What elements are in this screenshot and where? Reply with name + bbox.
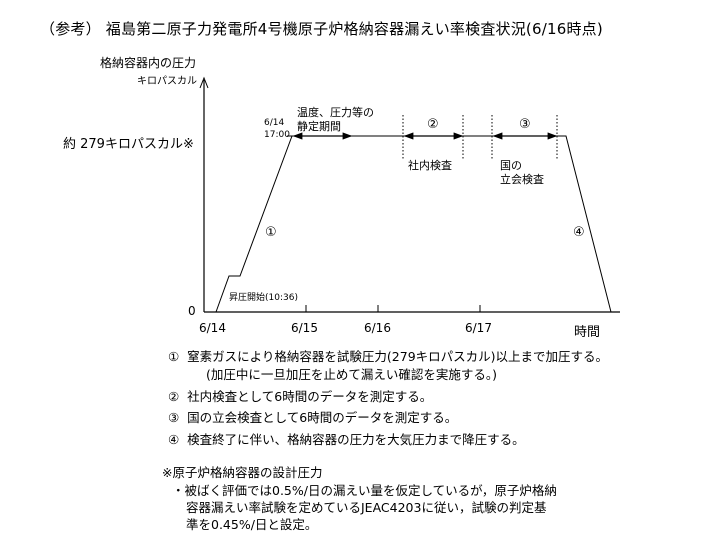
start-time-label: 17:00 — [264, 130, 290, 140]
start-date-label: 6/14 — [264, 118, 285, 128]
note-3: ③ 国の立会検査として6時間のデータを測定する。 — [168, 410, 458, 425]
pressurization-start-label: 昇圧開始(10:36) — [229, 293, 298, 303]
note-1-sub: (加圧中に一旦加圧を止めて漏えい確認を実施する。) — [206, 367, 498, 382]
phase-4-marker: ④ — [573, 225, 585, 240]
x-tick-6-16: 6/16 — [364, 321, 391, 335]
phase-3-marker: ③ — [519, 117, 531, 132]
phase-2-marker: ② — [427, 117, 439, 132]
y-axis-unit: キロパスカル — [137, 76, 197, 87]
note-4: ④ 検査終了に伴い、格納容器の圧力を大気圧力まで降圧する。 — [168, 432, 525, 447]
page-title: （参考） 福島第二原子力発電所4号機原子炉格納容器漏えい率検査状況(6/16時点… — [40, 20, 603, 38]
x-tick-6-14: 6/14 — [199, 321, 226, 335]
phase-1-marker: ① — [265, 225, 277, 240]
pressure-line — [215, 135, 612, 313]
x-axis-label: 時間 — [574, 325, 601, 340]
note-2: ② 社内検査として6時間のデータを測定する。 — [168, 389, 433, 404]
footnote-line-2: 容器漏えい率試験を定めているJEAC4203に従い，試験の判定基 — [186, 500, 547, 515]
test-pressure-label: 約 279キロパスカル※ — [63, 137, 194, 152]
y-axis-arrow-icon — [199, 76, 209, 89]
note-1: ① 窒素ガスにより格納容器を試験圧力(279キロパスカル)以上まで加圧する。 — [168, 349, 609, 364]
footnote-heading: ※原子炉格納容器の設計圧力 — [162, 465, 323, 480]
internal-inspection-label: 社内検査 — [408, 159, 452, 172]
stabilize-label-1: 温度、圧力等の — [297, 106, 374, 119]
national-inspection-label-1: 国の — [500, 159, 522, 172]
y-zero-label: 0 — [188, 304, 196, 318]
footnote-line-1: ・被ばく評価では0.5%/日の漏えい量を仮定しているが，原子炉格納 — [172, 483, 557, 498]
footnote-line-3: 準を0.45%/日と設定。 — [186, 517, 318, 532]
national-inspection-label-2: 立会検査 — [500, 173, 544, 186]
y-axis-label: 格納容器内の圧力 — [100, 56, 197, 70]
stabilize-label-2: 静定期間 — [297, 120, 341, 133]
x-tick-6-17: 6/17 — [465, 321, 492, 335]
x-tick-6-15: 6/15 — [291, 321, 318, 335]
